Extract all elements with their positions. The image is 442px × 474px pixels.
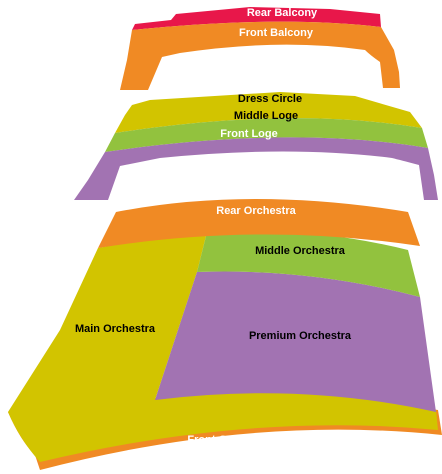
- section-main-orchestra[interactable]: [8, 228, 438, 462]
- section-front-loge[interactable]: [74, 137, 438, 200]
- section-front-balcony[interactable]: [120, 21, 400, 90]
- section-rear-balcony[interactable]: [132, 7, 381, 30]
- orchestra-level: [8, 199, 442, 470]
- loge-level: [74, 92, 438, 200]
- section-dress-circle[interactable]: [115, 92, 422, 133]
- balcony-level: [120, 7, 400, 90]
- section-rear-orchestra[interactable]: [98, 199, 420, 248]
- section-middle-orchestra[interactable]: [197, 228, 420, 297]
- section-premium-orchestra[interactable]: [155, 271, 436, 412]
- section-middle-loge[interactable]: [105, 118, 428, 152]
